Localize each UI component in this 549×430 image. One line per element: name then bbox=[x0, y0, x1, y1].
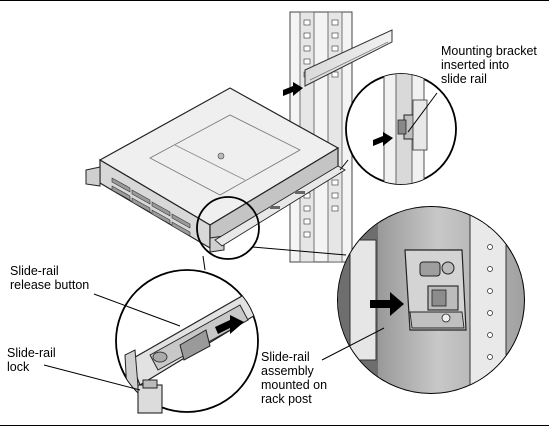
release-lock-zoom-circle bbox=[115, 269, 259, 414]
assembly-mounted-label: Slide-rail assembly mounted on rack post bbox=[261, 350, 328, 406]
assembly-zoom-circle bbox=[337, 206, 525, 394]
insert-arrow-top bbox=[283, 82, 303, 96]
release-button-label: Slide-rail release button bbox=[10, 264, 90, 292]
connector-line-bracket bbox=[339, 159, 349, 171]
mounting-bracket-label: Mounting bracket inserted into slide rai… bbox=[441, 44, 537, 86]
rack-slide-rail bbox=[304, 29, 393, 87]
release-button-zoom-circle bbox=[196, 196, 260, 260]
connector-line-release bbox=[202, 255, 206, 271]
top-border-line bbox=[0, 0, 549, 1]
label-leader-lines bbox=[43, 92, 438, 391]
bracket-zoom-circle bbox=[345, 73, 457, 185]
bottom-border-line bbox=[0, 425, 549, 426]
slide-rail-lock-label: Slide-rail lock bbox=[7, 346, 56, 374]
server-chassis bbox=[85, 87, 346, 253]
connector-line-zoom bbox=[251, 246, 347, 256]
